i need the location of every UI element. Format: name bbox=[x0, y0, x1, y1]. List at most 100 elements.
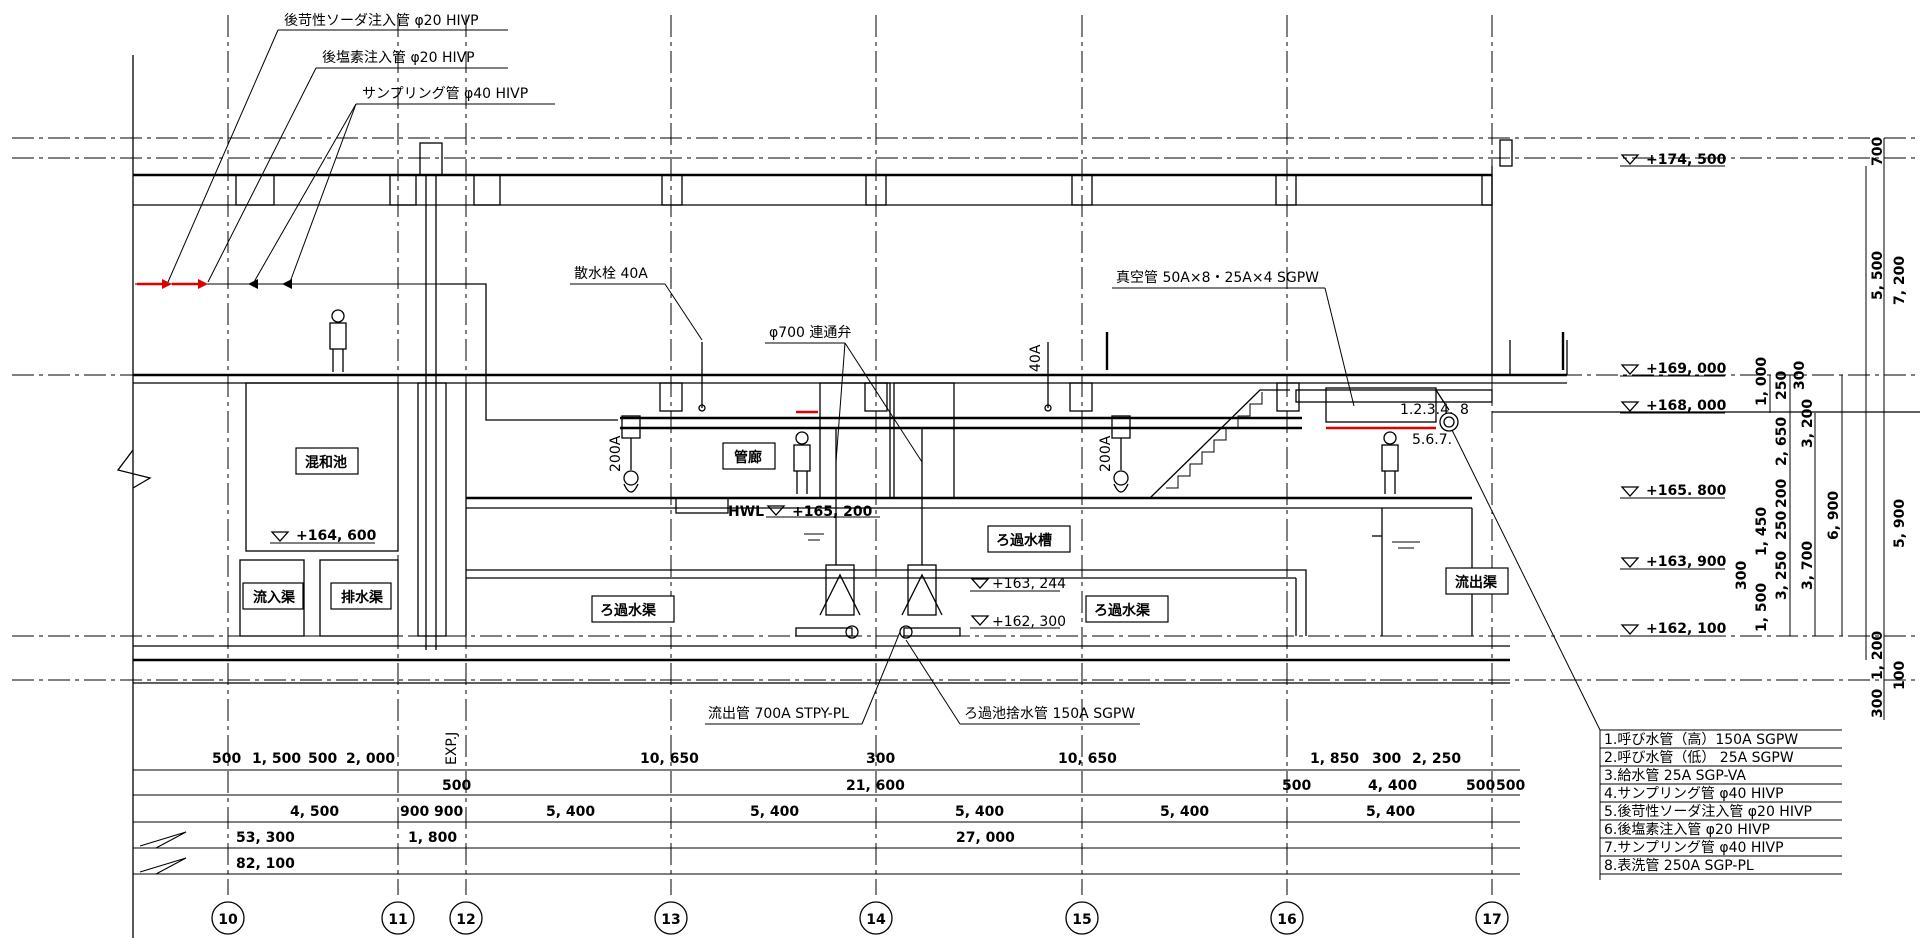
label-200a-left: 200A bbox=[608, 435, 624, 472]
dim-5500: 5, 500 bbox=[1870, 251, 1886, 300]
dim-r4-1800: 1, 800 bbox=[408, 830, 457, 846]
label-40a: 40A bbox=[1028, 344, 1044, 372]
dim-r5-82100: 82, 100 bbox=[236, 856, 295, 872]
room-filter-channel-right: ろ過水渠 bbox=[1094, 602, 1151, 619]
level-markers: +174, 500 +169, 000 +168, 000 +165. 800 … bbox=[270, 152, 1727, 637]
dim-r1-10650a: 10, 650 bbox=[640, 751, 699, 767]
dim-r1-10650b: 10, 650 bbox=[1058, 751, 1117, 767]
room-outflow-channel: 流出渠 bbox=[1455, 574, 1498, 591]
label-expj: EXP.J bbox=[444, 732, 460, 765]
dim-r2-4400: 4, 400 bbox=[1368, 778, 1417, 794]
leader-lines bbox=[167, 29, 1601, 731]
dim-r2-500c: 500 bbox=[1466, 778, 1495, 794]
label-hwl: HWL bbox=[728, 504, 764, 520]
dim-r4-27000: 27, 000 bbox=[956, 830, 1015, 846]
dim-r3-900b: 900 bbox=[434, 804, 463, 820]
label-vac-nums-b: 8 bbox=[1460, 402, 1469, 418]
level-163244: +163, 244 bbox=[992, 576, 1066, 592]
room-filter-channel-left: ろ過水渠 bbox=[600, 602, 657, 619]
dim-r1-2000: 2, 000 bbox=[346, 751, 395, 767]
dim-1200: 1, 200 bbox=[1870, 631, 1886, 680]
level-174500: +174, 500 bbox=[1646, 152, 1727, 168]
legend-item: 8.表洗管 250A SGP-PL bbox=[1604, 858, 1754, 874]
bottom-dimension-lines bbox=[133, 769, 1520, 875]
dim-r3-5400b: 5, 400 bbox=[750, 804, 799, 820]
level-163900: +163, 900 bbox=[1646, 554, 1727, 570]
room-filter-tank: ろ過水槽 bbox=[996, 532, 1052, 549]
dim-200: 200 bbox=[1774, 479, 1790, 508]
dim-r3-900a: 900 bbox=[400, 804, 429, 820]
room-drainage: 排水渠 bbox=[341, 589, 384, 606]
axis-11: 11 bbox=[388, 912, 407, 928]
right-dimension-lines bbox=[1769, 138, 1885, 720]
label-soda-pipe: 後苛性ソーダ注入管 φ20 HIVP bbox=[284, 12, 479, 29]
label-sampling-pipe: サンプリング管 φ40 HIVP bbox=[362, 86, 528, 102]
person-figures bbox=[329, 309, 1399, 494]
dim-r1-500: 500 bbox=[212, 751, 241, 767]
label-vac-nums-a: 1.2.3.4. bbox=[1400, 402, 1453, 418]
axis-16: 16 bbox=[1277, 912, 1296, 928]
dim-r3-5400c: 5, 400 bbox=[955, 804, 1004, 820]
level-162300: +162, 300 bbox=[992, 614, 1066, 630]
axis-13: 13 bbox=[661, 912, 680, 928]
legend-item: 1.呼び水管（高）150A SGPW bbox=[1604, 731, 1798, 748]
label-valve700: φ700 連通弁 bbox=[769, 325, 851, 341]
label-vac-nums-c: 5.6.7. bbox=[1412, 432, 1452, 448]
room-labels: 混和池 管廊 流入渠 排水渠 ろ過水槽 ろ過水渠 ろ過水渠 流出渠 bbox=[242, 442, 1509, 623]
grid-axis-lines bbox=[227, 15, 1493, 895]
dim-3700: 3, 700 bbox=[1800, 541, 1816, 590]
legend-item: 3.給水管 25A SGP-VA bbox=[1604, 768, 1746, 784]
legend-table: 1.呼び水管（高）150A SGPW 2.呼び水管（低） 25A SGPW 3.… bbox=[1599, 729, 1842, 880]
legend-item: 7.サンプリング管 φ40 HIVP bbox=[1604, 840, 1784, 856]
dim-r1-500b: 500 bbox=[308, 751, 337, 767]
annotation-texts: 後苛性ソーダ注入管 φ20 HIVP 後塩素注入管 φ20 HIVP サンプリン… bbox=[284, 12, 1469, 765]
axis-bubbles: 10 11 12 13 14 15 16 17 bbox=[211, 901, 1509, 935]
label-vacuum-pipe: 真空管 50A×8・25A×4 SGPW bbox=[1116, 270, 1319, 286]
dim-2650: 2, 650 bbox=[1774, 417, 1790, 466]
dim-r1-300b: 300 bbox=[1372, 751, 1401, 767]
room-inflow: 流入渠 bbox=[253, 589, 296, 606]
legend-item: 4.サンプリング管 φ40 HIVP bbox=[1604, 786, 1784, 802]
level-162100: +162, 100 bbox=[1646, 621, 1727, 637]
axis-14: 14 bbox=[866, 912, 886, 928]
dim-r3-5400e: 5, 400 bbox=[1366, 804, 1415, 820]
dim-r3-5400a: 5, 400 bbox=[546, 804, 595, 820]
dim-300b: 300 bbox=[1734, 561, 1750, 590]
legend-item: 5.後苛性ソーダ注入管 φ20 HIVP bbox=[1604, 803, 1812, 820]
dim-r4-53300: 53, 300 bbox=[236, 830, 295, 846]
dim-r3-5400d: 5, 400 bbox=[1160, 804, 1209, 820]
level-168000: +168, 000 bbox=[1646, 398, 1727, 414]
dim-r2-21600: 21, 600 bbox=[846, 778, 905, 794]
dim-250: 250 bbox=[1774, 371, 1790, 400]
bottom-dimensions: 500 1, 500 500 2, 000 10, 650 300 10, 65… bbox=[212, 751, 1525, 872]
injection-arrows bbox=[137, 279, 292, 289]
label-chlorine-pipe: 後塩素注入管 φ20 HIVP bbox=[322, 50, 475, 66]
axis-17: 17 bbox=[1482, 912, 1501, 928]
dim-6900: 6, 900 bbox=[1826, 491, 1842, 540]
label-200a-right: 200A bbox=[1098, 435, 1114, 472]
dim-r1-1500: 1, 500 bbox=[252, 751, 301, 767]
dim-r1-2250: 2, 250 bbox=[1412, 751, 1461, 767]
dim-7200: 7, 200 bbox=[1892, 256, 1908, 305]
dim-5900: 5, 900 bbox=[1892, 499, 1908, 548]
dim-300a: 300 bbox=[1792, 361, 1808, 390]
legend-item: 2.呼び水管（低） 25A SGPW bbox=[1604, 750, 1794, 766]
dim-r2-500d: 500 bbox=[1496, 778, 1525, 794]
axis-10: 10 bbox=[218, 912, 238, 928]
label-drain-pipe: ろ過池捨水管 150A SGPW bbox=[964, 705, 1135, 722]
axis-12: 12 bbox=[456, 912, 475, 928]
dim-1500: 1, 500 bbox=[1754, 583, 1770, 632]
legend-item: 6.後塩素注入管 φ20 HIVP bbox=[1604, 822, 1770, 838]
right-dimensions: 700 5, 500 7, 200 250 300 1, 000 2, 650 … bbox=[1734, 137, 1908, 718]
dim-r1-1850: 1, 850 bbox=[1310, 751, 1359, 767]
level-165800: +165. 800 bbox=[1646, 483, 1727, 499]
level-165200: +165, 200 bbox=[792, 504, 873, 520]
room-corridor: 管廊 bbox=[734, 449, 762, 466]
dim-r2-500b: 500 bbox=[1282, 778, 1311, 794]
dim-300c: 300 bbox=[1870, 689, 1886, 718]
room-mixing: 混和池 bbox=[305, 454, 347, 471]
level-164600: +164, 600 bbox=[296, 528, 377, 544]
dim-1000: 1, 000 bbox=[1754, 357, 1770, 406]
dim-r3-4500: 4, 500 bbox=[290, 804, 339, 820]
